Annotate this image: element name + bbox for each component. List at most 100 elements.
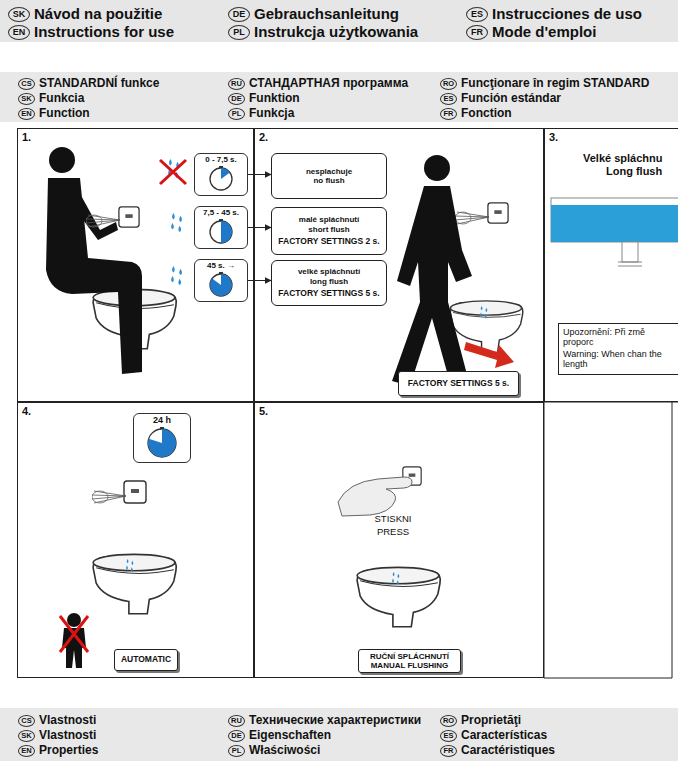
box-text: FACTORY SETTINGS 5 s.: [408, 379, 509, 389]
timer-clock: 0 - 7,5 s.: [194, 153, 248, 196]
heading-text: Proprietăţi: [461, 714, 521, 727]
panel-number: 2.: [259, 131, 268, 143]
language-code: RO: [440, 715, 457, 727]
box-text: MANUAL FLUSHING: [371, 661, 449, 670]
language-code: EN: [18, 108, 35, 120]
heading-text: Funkcja: [249, 107, 294, 120]
panel-4-illustration: [60, 481, 176, 668]
panel: 5. RUČNÍ SPLÁCHNUTÍMANUAL FLUSHING: [254, 402, 544, 678]
heading-text: Mode d'emploi: [492, 24, 596, 41]
language-code: PL: [228, 745, 245, 757]
heading-text: Funktion: [249, 92, 300, 105]
box-text: 24 h: [153, 416, 171, 426]
heading-text: Función estándar: [461, 92, 561, 105]
heading-text: Function: [39, 107, 90, 120]
language-code: SK: [18, 730, 35, 742]
box-text: long flush: [310, 277, 348, 286]
panel: 4. 24 h AUTOMATIC: [17, 402, 254, 678]
flow-arrow: [248, 280, 271, 281]
box-text: 0 - 7,5 s.: [205, 156, 237, 165]
mode-box: AUTOMATIC: [114, 649, 178, 671]
heading-text: Návod na použitie: [34, 6, 162, 23]
timer-clock: 45 s. →: [194, 259, 248, 302]
instruction-text: PRESS: [368, 527, 418, 537]
box-text: Warning: When chan the length: [563, 349, 675, 370]
box-text: 45 s. →: [207, 262, 235, 271]
result-box: velké spláchnutílong flushFACTORY SETTIN…: [271, 260, 387, 306]
panel-5-illustration: [338, 467, 440, 627]
box-text: 7,5 - 45 s.: [203, 209, 239, 218]
heading-text: Funkcia: [39, 92, 84, 105]
panel-number: 4.: [22, 405, 31, 417]
language-code: ES: [466, 7, 488, 22]
language-code: FR: [440, 108, 457, 120]
panel-heading: Long flush: [606, 165, 662, 177]
language-code: SK: [8, 7, 30, 22]
heading-text: Instrucciones de uso: [492, 6, 642, 23]
heading-text: Properties: [39, 744, 98, 757]
clock-dial: [208, 166, 234, 192]
mode-box: RUČNÍ SPLÁCHNUTÍMANUAL FLUSHING: [358, 649, 461, 673]
heading-text: Vlastnosti: [39, 729, 96, 742]
timer-clock: 24 h: [133, 413, 191, 463]
panel-number: 5.: [259, 405, 268, 417]
panel: 2. nesplachujeno flush malé spláchnutíshor…: [254, 128, 544, 402]
box-text: AUTOMATIC: [121, 655, 171, 665]
box-text: RUČNÍ SPLÁCHNUTÍ: [370, 652, 449, 661]
language-code: EN: [18, 745, 35, 757]
instruction-text: STISKNI: [368, 514, 418, 524]
language-code: SK: [18, 93, 35, 105]
language-code: DE: [228, 730, 245, 742]
box-text: FACTORY SETTINGS 5 s.: [278, 289, 379, 299]
language-code: PL: [228, 25, 250, 40]
heading-text: Instructions for use: [34, 24, 174, 41]
language-code: FR: [466, 25, 488, 40]
setting-box: FACTORY SETTINGS 5 s.: [398, 371, 519, 396]
heading-text: Właściwości: [249, 744, 320, 757]
box-text: nesplachuje: [306, 167, 352, 176]
language-code: ES: [440, 93, 457, 105]
language-code: PL: [228, 108, 245, 120]
heading-text: Технические характеристики: [249, 714, 421, 727]
panel-heading: Velké spláchnu: [583, 152, 662, 164]
box-text: malé spláchnutí: [299, 215, 359, 224]
heading-text: Instrukcja użytkowania: [254, 24, 418, 41]
panel-number: 3.: [549, 131, 558, 143]
clock-dial: [208, 272, 234, 298]
panel: 1.0 - 7,5 s.7,5 - 45 s.45 s. →: [17, 128, 254, 402]
language-code: EN: [8, 25, 30, 40]
timer-clock: 7,5 - 45 s.: [194, 206, 248, 249]
language-code: CS: [18, 78, 35, 90]
box-text: FACTORY SETTINGS 2 s.: [278, 237, 379, 247]
language-code: RU: [228, 715, 245, 727]
box-text: no flush: [313, 176, 344, 185]
language-code: DE: [228, 7, 250, 22]
panel-3-tank: [551, 198, 678, 266]
panel: 3. Velké spláchnuLong flushUpozornění: Př…: [544, 128, 678, 402]
heading-text: STANDARDNÍ funkce: [39, 77, 159, 90]
clock-dial: [208, 219, 234, 245]
heading-text: Funcţionare în regim STANDARD: [461, 77, 649, 90]
flow-arrow: [248, 227, 271, 228]
result-box: malé spláchnutíshort flushFACTORY SETTIN…: [271, 207, 387, 255]
panel-1-illustration: [46, 147, 186, 374]
language-code: RU: [228, 78, 245, 90]
warning-box: Upozornění: Při změ proporcWarning: When…: [558, 323, 678, 375]
heading-text: Eigenschaften: [249, 729, 331, 742]
panel-2-illustration: [392, 155, 523, 390]
language-code: RO: [440, 78, 457, 90]
box-text: velké spláchnutí: [298, 267, 360, 276]
clock-dial: [146, 427, 178, 459]
heading-text: Fonction: [461, 107, 512, 120]
heading-text: Gebrauchsanleitung: [254, 6, 399, 23]
empty-cell: [544, 402, 678, 678]
box-text: Upozornění: Při změ proporc: [563, 327, 675, 348]
language-code: ES: [440, 730, 457, 742]
language-code: DE: [228, 93, 245, 105]
flow-arrow: [248, 174, 271, 175]
language-code: CS: [18, 715, 35, 727]
